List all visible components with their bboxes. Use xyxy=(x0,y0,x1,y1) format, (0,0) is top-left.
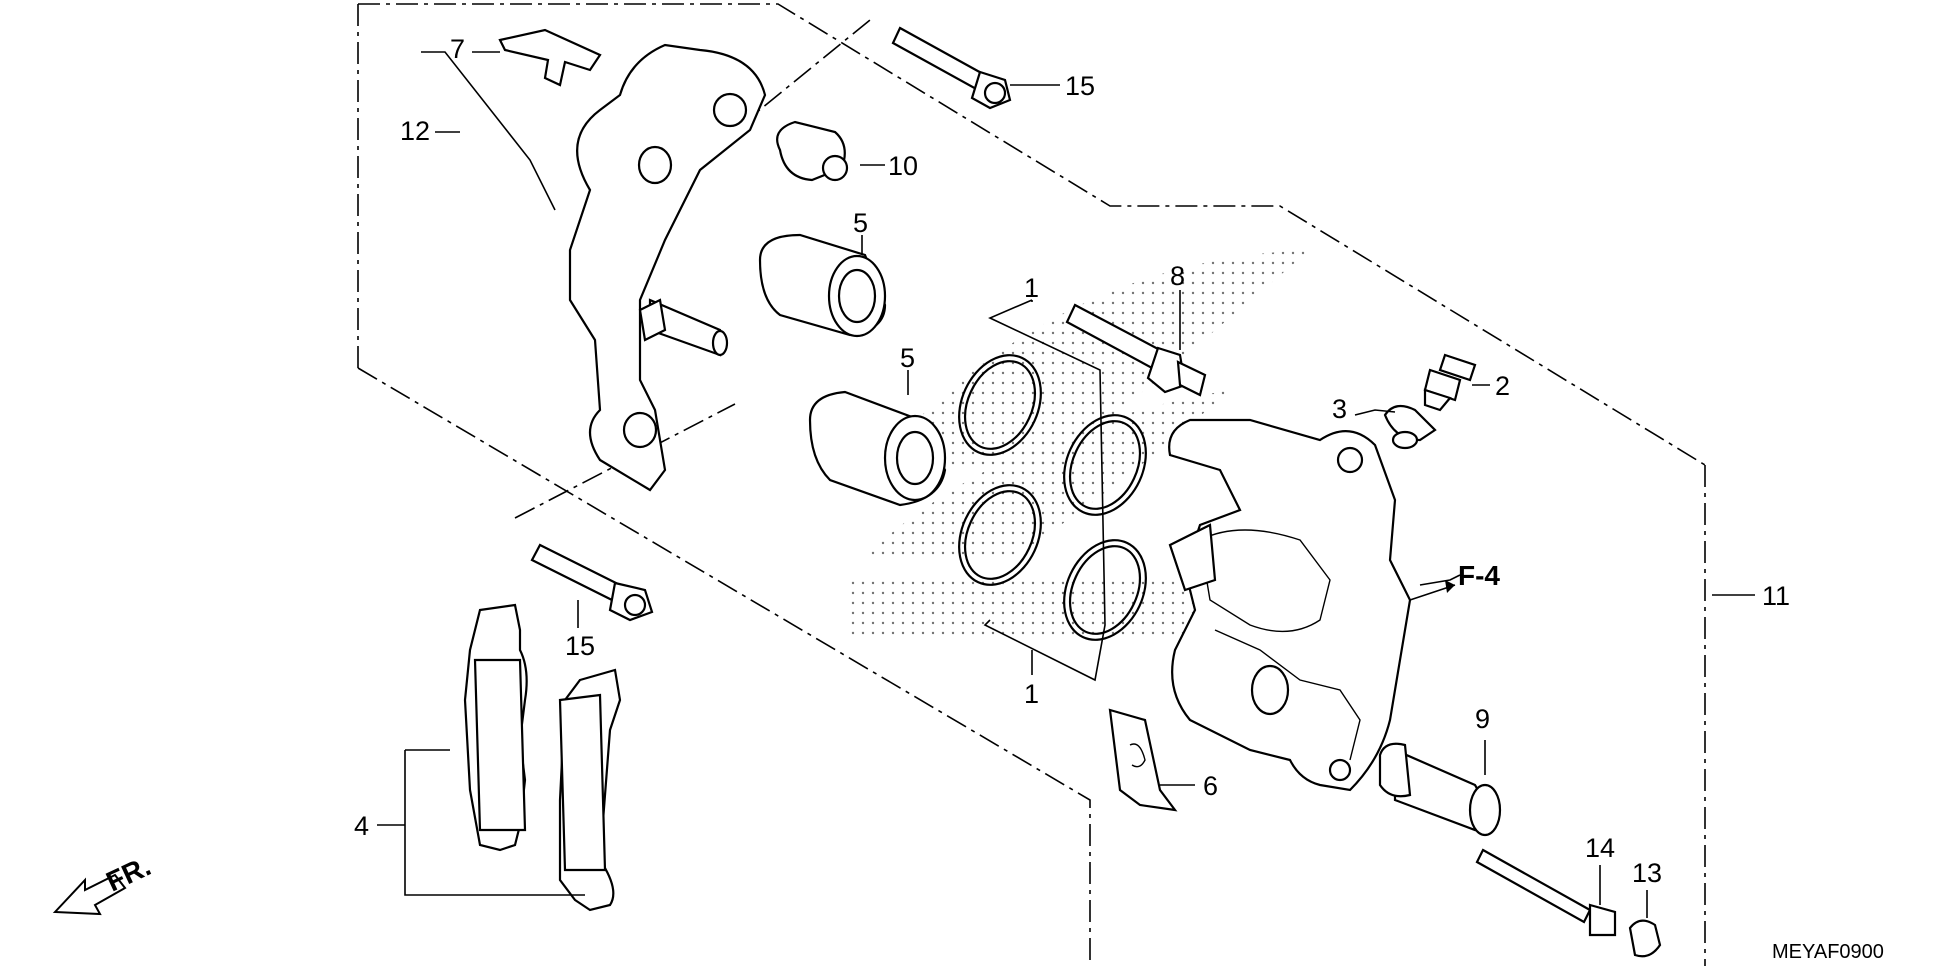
callout-15-lower: 15 xyxy=(565,631,595,661)
callout-5-lower: 5 xyxy=(900,343,915,373)
callout-1-upper: 1 xyxy=(1024,273,1039,303)
leader-lines xyxy=(377,51,1755,918)
callout-11: 11 xyxy=(1762,581,1790,611)
piston-seals xyxy=(958,354,1147,641)
boot-part xyxy=(776,120,849,182)
callout-6: 6 xyxy=(1203,771,1218,801)
brake-pads xyxy=(463,603,622,912)
callout-9: 9 xyxy=(1475,704,1490,734)
callout-5-upper: 5 xyxy=(853,208,868,238)
sleeve xyxy=(1378,742,1502,837)
callout-3: 3 xyxy=(1332,394,1347,424)
callout-12: 12 xyxy=(400,116,430,146)
callout-labels: 1 1 2 3 4 5 5 6 7 8 9 10 11 12 13 14 15 … xyxy=(354,34,1884,963)
callout-8: 8 xyxy=(1170,261,1185,291)
bolt-lower xyxy=(530,543,654,622)
piston-lower xyxy=(808,390,947,507)
hanger-pin xyxy=(1475,848,1617,937)
bolt-top xyxy=(891,26,1012,110)
callout-7: 7 xyxy=(450,34,465,64)
pin-bolt xyxy=(1065,303,1207,397)
reference-label: F-4 xyxy=(1458,560,1500,591)
callout-4: 4 xyxy=(354,811,369,841)
callout-13: 13 xyxy=(1632,858,1662,888)
callout-15-upper: 15 xyxy=(1065,71,1095,101)
callout-14: 14 xyxy=(1585,833,1615,863)
front-direction-arrow: FR. xyxy=(52,850,155,916)
caliper-body xyxy=(1168,418,1412,792)
bleeder-cap xyxy=(1383,404,1437,450)
piston-upper xyxy=(758,233,887,338)
reference-arrow xyxy=(1409,580,1456,601)
callout-1-lower: 1 xyxy=(1024,679,1039,709)
callout-2: 2 xyxy=(1495,371,1510,401)
caliper-bracket xyxy=(568,43,767,492)
bleeder-valve xyxy=(1423,353,1477,412)
pad-spring-clip xyxy=(498,28,602,87)
pin-plug xyxy=(1628,919,1662,958)
callout-10: 10 xyxy=(888,151,918,181)
pad-spring xyxy=(1108,708,1178,812)
diagram-code: MEYAF0900 xyxy=(1772,941,1884,963)
assembly-outline xyxy=(357,3,1706,966)
